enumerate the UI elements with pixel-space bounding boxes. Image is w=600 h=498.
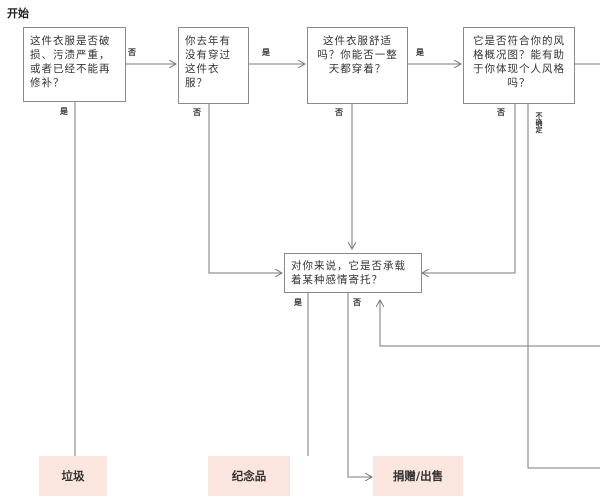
edge-q2-q5 xyxy=(208,104,282,273)
label-q4-unsure: 不确定 xyxy=(535,112,543,133)
edge-q4-unsure xyxy=(527,104,600,469)
label-q4-no: 否 xyxy=(497,108,505,117)
start-label: 开始 xyxy=(7,7,29,20)
label-q1-yes: 是 xyxy=(60,107,68,116)
question-damaged: 这件衣服是否破损、污渍严重，或者已经不能再修补？ xyxy=(23,27,126,102)
label-q3-no: 否 xyxy=(335,108,343,117)
question-sentimental: 对你来说，它是否承载着某种感情寄托？ xyxy=(284,253,422,293)
edge-q4-q5 xyxy=(422,104,516,273)
question-worn-last-year-text: 你去年有没有穿过这件衣服？ xyxy=(185,35,231,89)
label-q5-yes: 是 xyxy=(294,298,302,307)
label-q5-no: 否 xyxy=(353,298,361,307)
label-q1-no: 否 xyxy=(128,48,136,57)
label-q2-yes: 是 xyxy=(262,48,270,57)
question-style-fit: 它是否符合你的风格概况图？能有助于你体现个人风格吗？ xyxy=(463,27,575,104)
outcome-trash: 垃圾 xyxy=(39,456,107,496)
question-comfortable: 这件衣服舒适吗？你能否一整天都穿着？ xyxy=(307,27,408,104)
outcome-donate-sell: 捐赠/出售 xyxy=(373,456,463,496)
question-worn-last-year: 你去年有没有穿过这件衣服？ xyxy=(178,27,249,104)
label-q2-no: 否 xyxy=(193,108,201,117)
edge-return-q5 xyxy=(380,300,600,347)
label-q3-yes: 是 xyxy=(416,48,424,57)
outcome-keepsake: 纪念品 xyxy=(208,456,290,496)
question-damaged-text: 这件衣服是否破损、污渍严重，或者已经不能再修补？ xyxy=(30,35,111,89)
question-comfortable-text: 这件衣服舒适吗？你能否一整天都穿着？ xyxy=(317,35,398,75)
question-style-fit-text: 它是否符合你的风格概况图？能有助于你体现个人风格吗？ xyxy=(473,35,565,89)
question-sentimental-text: 对你来说，它是否承载着某种感情寄托？ xyxy=(291,260,406,286)
edge-q5-donate xyxy=(347,293,372,477)
